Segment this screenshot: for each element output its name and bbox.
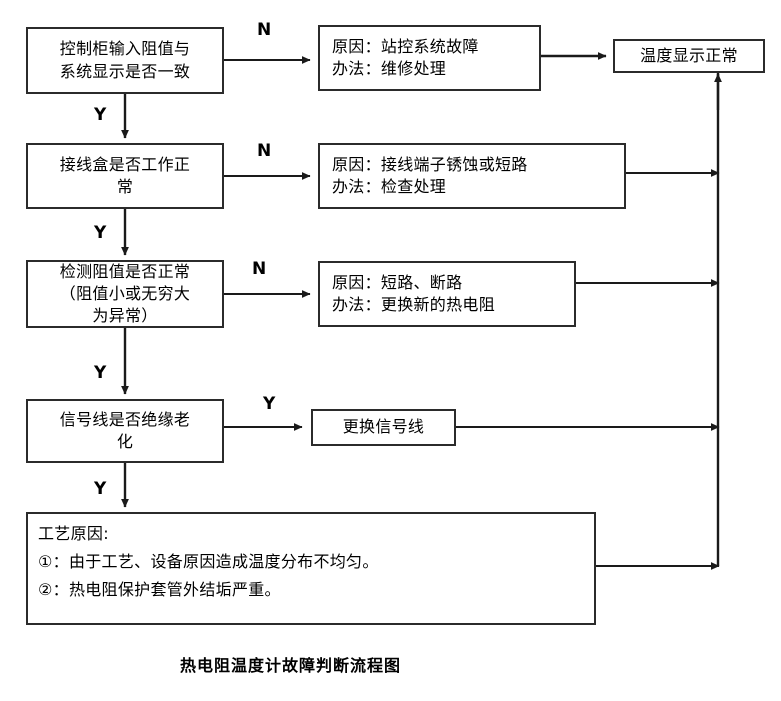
remedy-node-terminal-corrosion[interactable]: 原因：接线端子锈蚀或短路 办法：检查处理: [318, 143, 626, 209]
node-line: 办法：维修处理: [332, 59, 447, 78]
node-line: 化: [116, 432, 134, 451]
node-line: （阻值小或无穷大: [59, 283, 191, 303]
node-line: 系统显示是否一致: [59, 61, 191, 81]
node-line: 为异常）: [92, 306, 158, 326]
edge-label-n3: N: [252, 259, 267, 279]
edge-label-n2: N: [257, 141, 272, 161]
decision-node-signal-wire-aging[interactable]: 信号线是否绝缘老 化: [26, 399, 224, 463]
remedy-node-short-or-open-circuit[interactable]: 原因：短路、断路 办法：更换新的热电阻: [318, 261, 576, 327]
process-cause-title: 工艺原因:: [38, 524, 109, 543]
remedy-node-replace-signal-wire[interactable]: 更换信号线: [311, 409, 456, 446]
node-line: 原因：站控系统故障: [332, 36, 479, 56]
node-line: 控制柜输入阻值与: [59, 39, 191, 59]
diagram-caption: 热电阻温度计故障判断流程图: [180, 656, 402, 675]
node-line: 办法：检查处理: [332, 177, 447, 196]
decision-node-junction-box[interactable]: 接线盒是否工作正 常: [26, 143, 224, 209]
edge-label-y3: Y: [94, 363, 107, 383]
node-line: 原因：短路、断路: [332, 272, 463, 292]
node-line: 原因：接线端子锈蚀或短路: [332, 154, 528, 174]
node-line: 常: [116, 177, 134, 196]
process-cause-item-1: ①：由于工艺、设备原因造成温度分布不均匀。: [38, 552, 379, 572]
node-line: 检测阻值是否正常: [59, 261, 191, 281]
process-cause-item-2: ②：热电阻保护套管外结垢严重。: [38, 580, 281, 600]
edge-label-n1: N: [257, 20, 272, 40]
edge-label-y5: Y: [94, 479, 107, 499]
node-line: 温度显示正常: [640, 45, 738, 65]
edge-label-y1: Y: [94, 105, 107, 125]
node-line: 更换信号线: [342, 417, 425, 437]
decision-node-resistance-check[interactable]: 检测阻值是否正常 （阻值小或无穷大 为异常）: [26, 260, 224, 328]
process-cause-node[interactable]: 工艺原因: ①：由于工艺、设备原因造成温度分布不均匀。 ②：热电阻保护套管外结垢…: [26, 512, 596, 625]
result-node-temperature-normal[interactable]: 温度显示正常: [613, 39, 765, 73]
node-line: 办法：更换新的热电阻: [332, 295, 496, 314]
edge-label-y4: Y: [263, 394, 276, 414]
edge-label-y2: Y: [94, 223, 107, 243]
node-line: 接线盒是否工作正: [59, 154, 191, 174]
decision-node-cabinet-resistance[interactable]: 控制柜输入阻值与 系统显示是否一致: [26, 27, 224, 94]
node-line: 信号线是否绝缘老: [59, 409, 191, 429]
remedy-node-station-control-fault[interactable]: 原因：站控系统故障 办法：维修处理: [318, 25, 541, 91]
